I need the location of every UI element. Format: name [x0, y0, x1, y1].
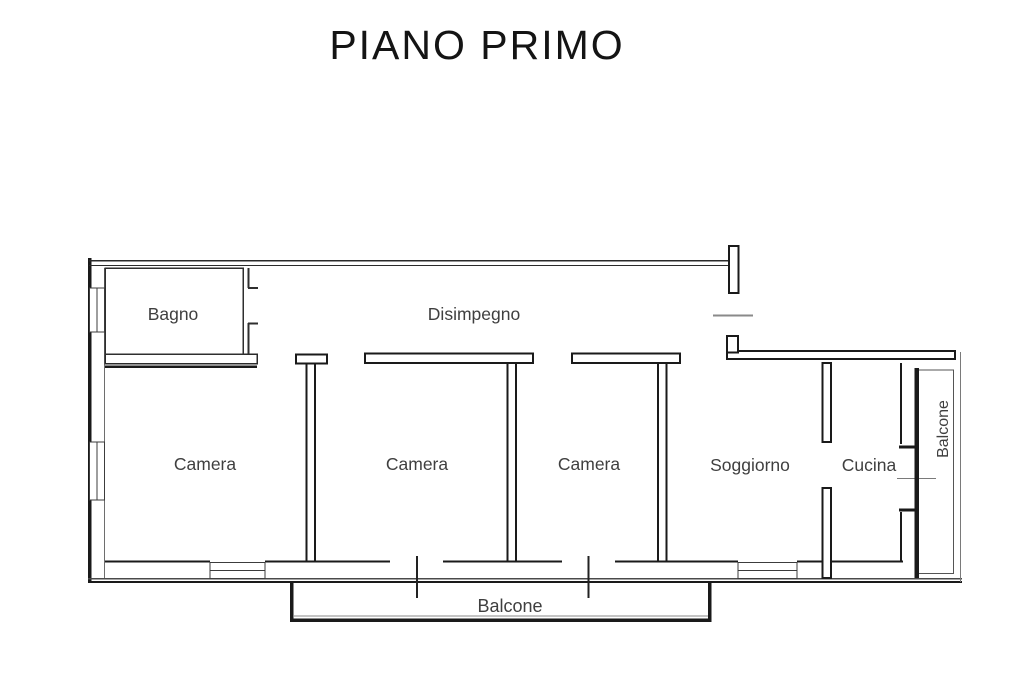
wall-camera3-soggiorno [657, 353, 668, 563]
north-east-wall-band [726, 350, 956, 360]
label-disimpegno: Disimpegno [428, 304, 520, 324]
wall-camera1-camera2 [305, 354, 316, 563]
page-title: PIANO PRIMO [329, 22, 625, 68]
wall-band-under-bagno [104, 353, 258, 365]
partition-walls [104, 335, 956, 563]
balcony-east-rail [708, 582, 712, 622]
room-labels: Bagno Disimpegno Camera Camera Camera So… [148, 304, 952, 616]
soggiorno-cucina-wall-lower [821, 487, 832, 579]
camera3-north-wall [571, 352, 681, 364]
entrance-wall-stub [726, 335, 739, 354]
label-camera-3: Camera [558, 454, 621, 474]
wall-camera2-camera3 [506, 353, 517, 563]
bagno-west-window [88, 287, 106, 333]
label-balcone-east: Balcone [935, 400, 952, 458]
balcone-south-walls [290, 582, 712, 622]
label-camera-1: Camera [174, 454, 237, 474]
label-cucina: Cucina [842, 455, 897, 475]
label-camera-2: Camera [386, 454, 449, 474]
soggiorno-cucina-wall-upper [821, 362, 832, 443]
balcone-east-wall [914, 368, 919, 578]
entrance-wall-cap [728, 245, 740, 294]
flange-camera1-camera2 [295, 353, 328, 365]
outer-walls [88, 258, 962, 584]
entrance [713, 245, 753, 317]
camera1-south-window [209, 561, 266, 580]
label-bagno: Bagno [148, 304, 199, 324]
soggiorno-south-window [737, 561, 798, 580]
camera2-north-wall [364, 352, 534, 364]
balcony-west-rail [290, 582, 294, 622]
soggiorno-cucina-wall [821, 362, 832, 579]
label-balcone-south: Balcone [477, 596, 542, 616]
balcone-east-outline [919, 369, 955, 575]
balcone-east-strip [914, 368, 955, 578]
label-soggiorno: Soggiorno [710, 455, 790, 475]
balcony-south-rail [290, 618, 712, 622]
south-wall-band [105, 556, 903, 598]
camera1-west-window [88, 441, 106, 501]
wall-west-outer [88, 258, 92, 582]
west-windows [88, 287, 106, 501]
